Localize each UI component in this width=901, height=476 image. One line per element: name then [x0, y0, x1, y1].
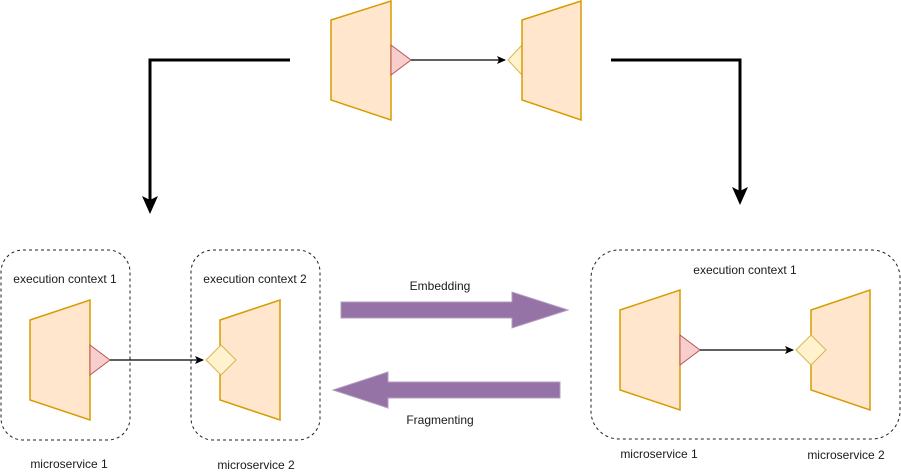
service-label: microservice 1	[30, 457, 108, 471]
execution-context-box[interactable]	[590, 249, 901, 440]
input-port-icon[interactable]	[205, 344, 237, 376]
microservice-1-trapezoid[interactable]	[29, 298, 91, 422]
service-label: microservice 2	[807, 448, 885, 462]
top-service-2[interactable]	[521, 0, 582, 122]
output-port-icon[interactable]	[679, 334, 701, 366]
service-label: microservice 2	[217, 458, 295, 472]
service-trapezoid[interactable]	[330, 0, 392, 122]
execution-context-box[interactable]	[190, 249, 321, 441]
execution-context-box[interactable]	[0, 249, 131, 441]
fragmenting-label: Fragmenting	[406, 413, 473, 427]
microservice-1-trapezoid[interactable]	[619, 288, 681, 412]
service-label: microservice 1	[620, 447, 698, 461]
output-port-icon[interactable]	[89, 344, 111, 376]
execution-context-label: execution context 1	[13, 272, 117, 286]
execution-context-label: execution context 1	[693, 263, 797, 277]
right-branch-arrow	[611, 58, 748, 205]
embedding-label: Embedding	[410, 279, 471, 293]
execution-context-label: execution context 2	[203, 272, 307, 286]
input-port-icon[interactable]	[795, 334, 827, 366]
output-port-icon[interactable]	[390, 44, 412, 76]
top-service-1[interactable]	[330, 0, 392, 122]
embedding-arrow[interactable]	[340, 291, 570, 329]
fragmenting-arrow[interactable]	[331, 371, 561, 409]
left-branch-arrow	[142, 58, 290, 214]
service-trapezoid[interactable]	[521, 0, 582, 122]
